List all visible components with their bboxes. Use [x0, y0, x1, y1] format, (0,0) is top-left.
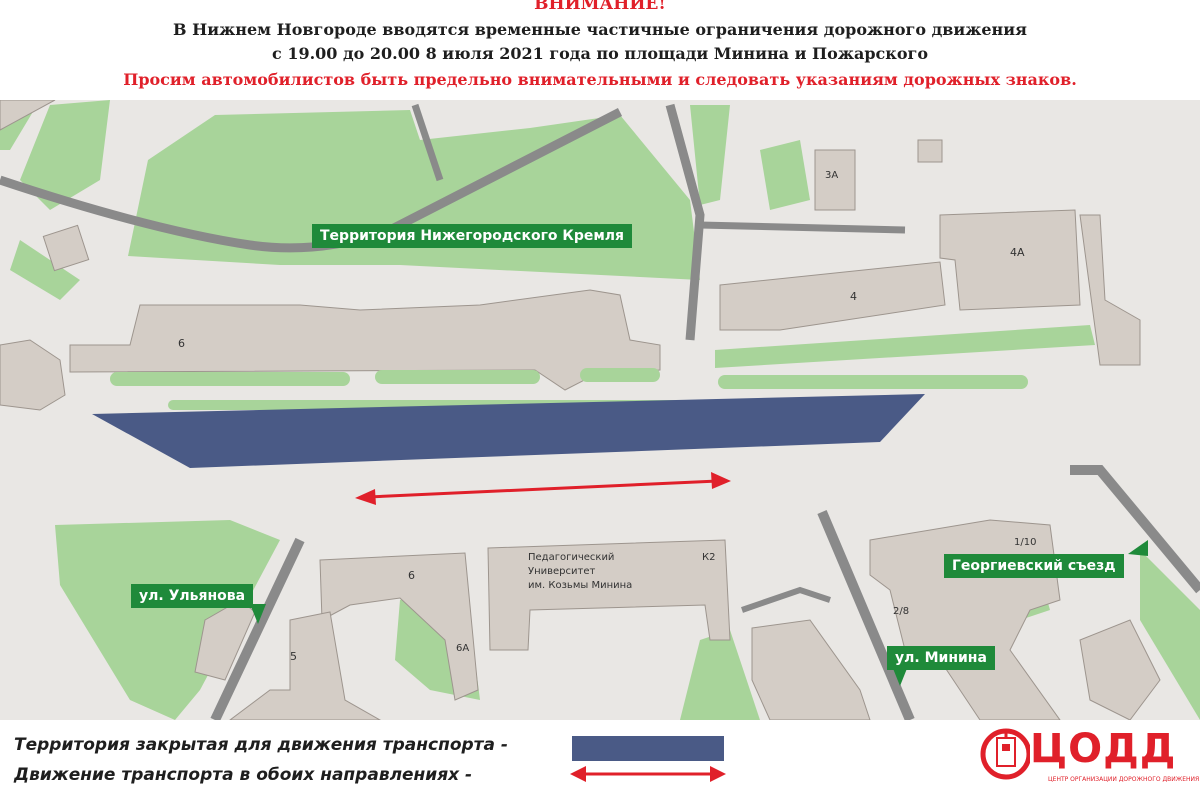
road-minina — [817, 510, 915, 720]
park-east — [760, 140, 810, 210]
header: ВНИМАНИЕ! В Нижнем Новгороде вводятся вр… — [0, 0, 1200, 100]
park-kremlin-large — [128, 110, 700, 280]
building-2-8-number: 2/8 — [893, 606, 909, 617]
label-ulyanova: ул. Ульянова — [131, 584, 254, 608]
minina-pointer — [892, 666, 908, 686]
codd-logo-subtitle: ЦЕНТР ОРГАНИЗАЦИИ ДОРОЖНОГО ДВИЖЕНИЯ — [1048, 776, 1200, 783]
university-name-1: Педагогический — [528, 552, 614, 563]
label-kremlin: Территория Нижегородского Кремля — [312, 224, 633, 248]
park-east-edge — [1140, 550, 1200, 720]
two-way-arrow — [355, 472, 731, 505]
codd-emblem-icon — [980, 728, 1030, 780]
road-ulyanova — [210, 537, 305, 720]
codd-logo: ЦОДД ЦЕНТР ОРГАНИЗАЦИИ ДОРОЖНОГО ДВИЖЕНИ… — [980, 724, 1199, 792]
park-kremlin-strip — [10, 240, 80, 300]
building-southeast — [1079, 619, 1161, 720]
label-minina: ул. Минина — [887, 646, 995, 670]
green-strip-5 — [715, 325, 1095, 368]
university-name-3: им. Козьмы Минина — [528, 580, 632, 591]
green-strip-2 — [375, 370, 540, 384]
legend-both-directions-text: Движение транспорта в обоих направлениях… — [14, 765, 473, 785]
building-6-north — [69, 289, 661, 391]
georgievsky-pointer — [1128, 540, 1148, 556]
park-kremlin-right — [690, 105, 730, 205]
building-4a-number: 4А — [1010, 246, 1025, 259]
road-east — [699, 221, 906, 234]
building-5-number: 5 — [290, 650, 297, 663]
building-3a-number: 3А — [825, 170, 838, 181]
legend-arrow-icon — [570, 766, 726, 782]
header-line-1: В Нижнем Новгороде вводятся временные ча… — [173, 20, 1027, 39]
map[interactable]: 6 4 4А 3А 6 6А 5 Педагогический Универси… — [0, 100, 1200, 720]
building-k2-number: К2 — [702, 552, 715, 563]
header-warning: Просим автомобилистов быть предельно вни… — [123, 70, 1077, 89]
building-4-number: 4 — [850, 290, 857, 303]
road-vertical — [665, 103, 705, 341]
building-3a — [814, 149, 856, 211]
building-west — [0, 339, 66, 411]
building-south-center — [751, 619, 871, 720]
label-georgievsky: Георгиевский съезд — [944, 554, 1124, 578]
ulyanova-pointer — [250, 604, 266, 624]
road-inner — [741, 586, 831, 613]
building-6-south-number: 6 — [408, 569, 415, 582]
green-strip-6 — [718, 375, 1028, 389]
road-georgievsky — [1070, 465, 1200, 594]
building-5 — [229, 611, 382, 720]
legend-closed-text: Территория закрытая для движения транспо… — [14, 735, 508, 755]
building-4 — [719, 261, 946, 331]
kremlin-road-north — [411, 103, 444, 182]
building-6-south — [319, 552, 479, 701]
legend-closed-swatch — [572, 736, 724, 761]
building-tower-east — [1079, 214, 1141, 366]
building-university — [487, 539, 731, 651]
university-name-2: Университет — [528, 566, 595, 577]
green-strip-1 — [110, 372, 350, 386]
building-4a — [939, 209, 1081, 311]
building-1-10-number: 1/10 — [1014, 537, 1036, 548]
park-south-center — [680, 630, 760, 720]
building-small-ne — [917, 139, 943, 163]
codd-logo-name: ЦОДД — [1030, 726, 1177, 772]
park-southwest — [55, 520, 280, 720]
building-6-north-number: 6 — [178, 337, 185, 350]
building-6a-number: 6А — [456, 643, 469, 654]
closed-zone — [92, 394, 925, 468]
building-small-nw — [42, 224, 90, 272]
warning-title: ВНИМАНИЕ! — [534, 0, 666, 14]
header-line-2: с 19.00 до 20.00 8 июля 2021 года по пло… — [272, 44, 928, 63]
building-northwest — [0, 100, 56, 131]
park-kremlin-left — [20, 100, 110, 210]
green-strip-3 — [580, 368, 660, 382]
